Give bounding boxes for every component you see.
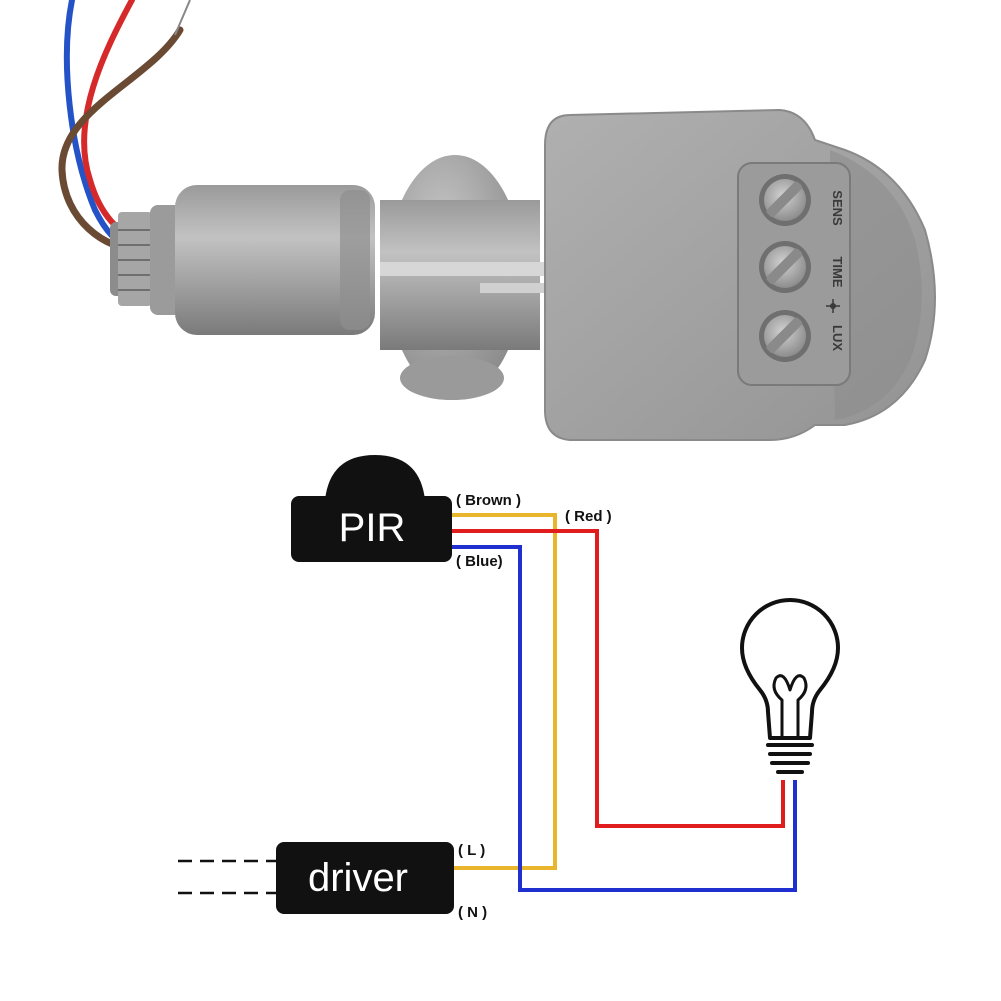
lead-wire-thin <box>174 0 191 36</box>
label-blue: ( Blue) <box>456 553 503 570</box>
knob-label-time: TIME <box>830 256 845 287</box>
label-neutral: ( N ) <box>458 904 487 921</box>
knob-label-sens: SENS <box>830 190 845 226</box>
knob-label-lux: LUX <box>830 325 845 351</box>
driver-label: driver <box>308 856 408 900</box>
sun-icon <box>826 299 840 313</box>
driver-module: driver <box>276 842 454 914</box>
red-wire <box>450 529 785 828</box>
brown-wire <box>450 513 557 870</box>
wiring-diagram: PIR driver ( Brown ) ( Red ) ( Blue) ( L… <box>178 455 840 921</box>
swivel-joint <box>380 155 550 400</box>
label-red: ( Red ) <box>565 508 612 525</box>
sens-knob[interactable] <box>759 174 811 226</box>
pir-module: PIR <box>291 455 452 562</box>
sensor-device: SENS TIME LUX <box>58 0 936 441</box>
sensor-cylinder <box>175 185 375 335</box>
blue-wire <box>450 545 797 892</box>
lux-knob[interactable] <box>759 310 811 362</box>
pir-label: PIR <box>339 506 406 550</box>
light-bulb-icon <box>740 598 840 774</box>
time-knob[interactable] <box>759 241 811 293</box>
threaded-gland <box>110 205 182 315</box>
label-brown: ( Brown ) <box>456 492 521 509</box>
sensor-housing: SENS TIME LUX <box>544 108 936 441</box>
lead-wire-brown <box>58 26 184 254</box>
label-live: ( L ) <box>458 842 485 859</box>
